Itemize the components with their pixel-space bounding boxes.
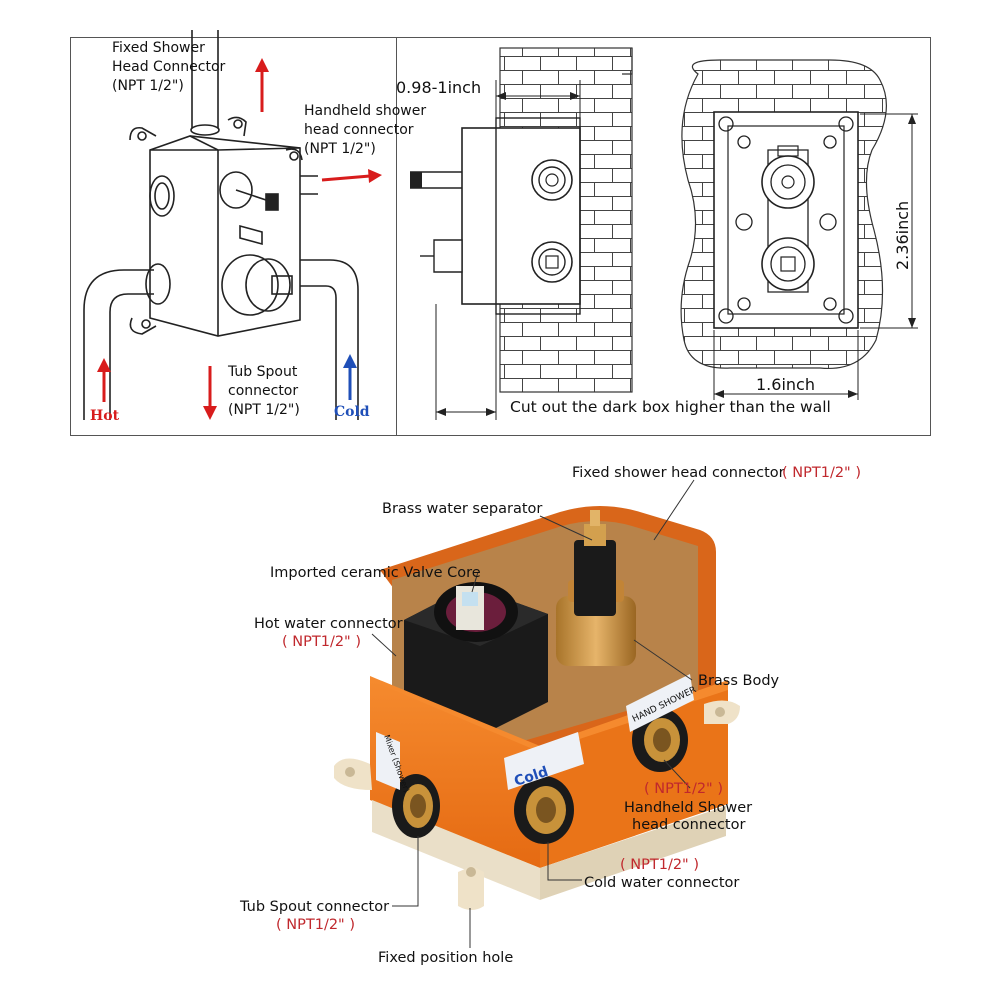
hot-connector-label: Hot water connector (254, 616, 403, 632)
fixed-head-label-1: Fixed Shower (112, 40, 205, 56)
valve-line-drawing (83, 30, 359, 420)
top-panel (70, 37, 931, 436)
top-left-labels: Fixed Shower Head Connector (NPT 1/2") H… (90, 40, 426, 424)
handheld-label-2: head connector (304, 122, 414, 138)
handheld-label-2: head connector (632, 817, 745, 833)
tub-spout-label-2: connector (228, 383, 298, 399)
product-illustration: Cold HAND SHOWER Mixer (Shower) (334, 506, 740, 910)
flow-arrows-top-left (97, 58, 382, 420)
hand-shower-sticker (626, 674, 694, 732)
cold-connector-label: Cold water connector (584, 875, 739, 891)
tub-spout-connector-label: Tub Spout connector (239, 899, 389, 915)
cold-npt-label: ( NPT1/2" ) (620, 857, 699, 873)
cold-label: Cold (334, 404, 370, 420)
tub-spout-npt-label: ( NPT1/2" ) (276, 917, 355, 933)
ceramic-core-label: Imported ceramic Valve Core (270, 565, 481, 581)
product-labels: Fixed shower head connector ( NPT1/2" ) … (239, 465, 861, 966)
mixer-sticker (376, 732, 400, 790)
width-dimension-label: 1.6inch (756, 375, 815, 394)
front-view-labels: 2.36inch 1.6inch (756, 201, 912, 394)
handheld-npt-label: ( NPT1/2" ) (644, 781, 723, 797)
cold-sticker (504, 732, 584, 790)
fixed-head-label-2: Head Connector (112, 59, 226, 75)
hot-npt-label: ( NPT1/2" ) (282, 634, 361, 650)
brass-body-label: Brass Body (698, 673, 780, 689)
fixed-head-connector-label: Fixed shower head connector (572, 465, 785, 481)
front-view-drawing (680, 59, 918, 400)
handheld-label-3: (NPT 1/2") (304, 141, 376, 157)
depth-dimension-label: 0.98-1inch (396, 78, 481, 97)
tub-spout-label-3: (NPT 1/2") (228, 402, 300, 418)
leader-lines (371, 479, 695, 948)
cutout-note: Cut out the dark box higher than the wal… (510, 398, 831, 416)
fixed-head-label-3: (NPT 1/2") (112, 78, 184, 94)
fixed-position-hole-label: Fixed position hole (378, 950, 513, 966)
height-dimension-label: 2.36inch (893, 201, 912, 270)
fixed-head-npt-label: ( NPT1/2" ) (782, 465, 861, 481)
side-view-drawing (410, 47, 633, 420)
handheld-label-1: Handheld shower (304, 103, 426, 119)
side-view-labels: 0.98-1inch Cut out the dark box higher t… (396, 78, 831, 416)
tub-spout-label-1: Tub Spout (227, 364, 298, 380)
brass-separator-label: Brass water separator (382, 501, 542, 517)
hot-label: Hot (90, 408, 120, 424)
handheld-label-1: Handheld Shower (624, 800, 752, 816)
